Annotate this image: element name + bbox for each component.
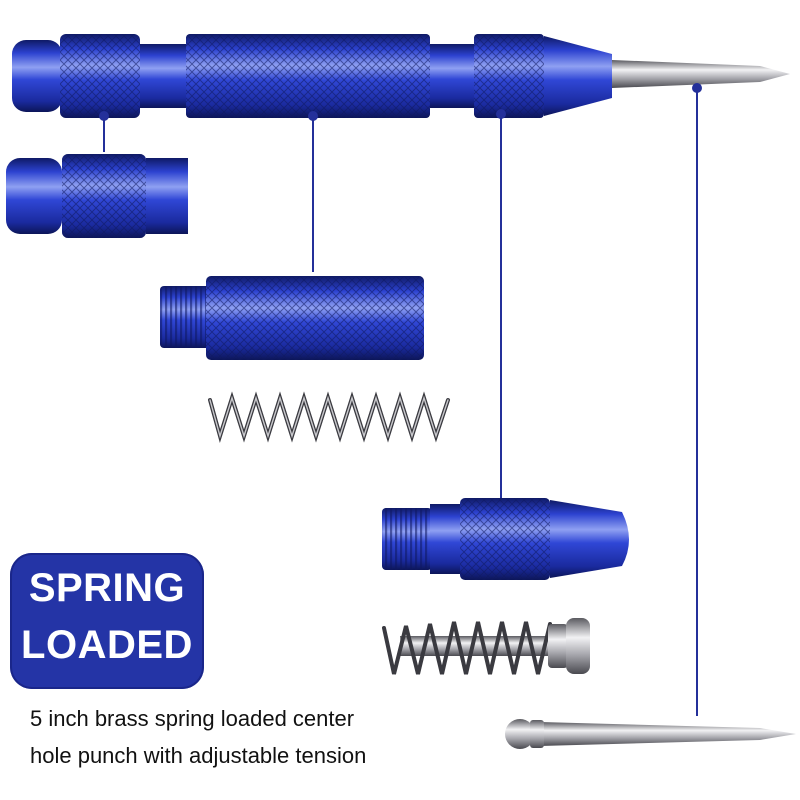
knurled-body-part <box>160 276 424 360</box>
leader-lines <box>99 83 702 716</box>
spring-loaded-badge: SPRING LOADED <box>10 553 204 689</box>
description-line-1: 5 inch brass spring loaded center <box>30 706 355 731</box>
knurled-nose-part <box>382 498 629 580</box>
badge-line-2: LOADED <box>21 623 193 667</box>
punch-tip-pin-part <box>505 719 796 749</box>
badge-line-1: SPRING <box>28 566 186 610</box>
assembled-center-punch <box>12 34 790 118</box>
end-cap-part <box>6 154 188 238</box>
inner-spring-assembly-part <box>382 618 590 675</box>
main-spring-part <box>208 391 450 444</box>
description-line-2: hole punch with adjustable tension <box>30 743 367 768</box>
